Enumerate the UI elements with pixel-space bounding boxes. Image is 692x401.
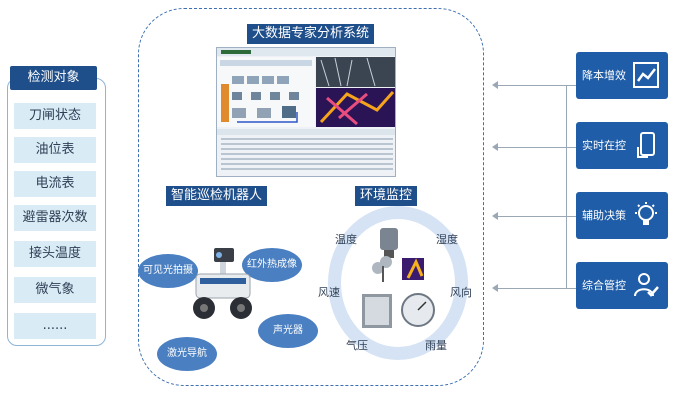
detection-item: 微气象 bbox=[14, 277, 96, 303]
connector-line bbox=[566, 85, 567, 288]
detection-item: 刀闸状态 bbox=[14, 103, 96, 129]
environment-title: 环境监控 bbox=[355, 186, 418, 206]
env-label: 雨量 bbox=[425, 339, 447, 352]
touch-phone-icon bbox=[637, 132, 655, 158]
env-label: 风向 bbox=[450, 286, 472, 299]
detection-item: 电流表 bbox=[14, 171, 96, 197]
env-label: 温度 bbox=[335, 233, 357, 246]
detection-item: 油位表 bbox=[14, 137, 96, 163]
lightbulb-icon bbox=[635, 202, 657, 225]
function-card-cost: 降本增效 bbox=[576, 52, 668, 99]
connector-arrow bbox=[492, 212, 576, 220]
system-boundary bbox=[138, 8, 484, 386]
robot-feature-bubble: 红外热成像 bbox=[242, 248, 302, 282]
inspection-robot-image bbox=[193, 248, 252, 319]
connector-arrow bbox=[492, 143, 576, 151]
function-card-realtime: 实时在控 bbox=[576, 122, 668, 169]
robot-title: 智能巡检机器人 bbox=[166, 186, 268, 206]
analysis-screenshot bbox=[216, 47, 396, 177]
connector-arrow bbox=[492, 284, 576, 292]
function-label: 降本增效 bbox=[582, 69, 626, 82]
env-label: 湿度 bbox=[436, 233, 458, 246]
function-label: 辅助决策 bbox=[582, 209, 626, 222]
detection-item: 接头温度 bbox=[14, 241, 96, 267]
detection-item: 避雷器次数 bbox=[14, 205, 96, 231]
robot-feature-bubble: 声光器 bbox=[258, 314, 318, 348]
function-label: 综合管控 bbox=[582, 279, 626, 292]
env-label: 气压 bbox=[346, 339, 368, 352]
detection-item: ...... bbox=[14, 313, 96, 339]
trend-chart-icon bbox=[633, 62, 659, 88]
env-label: 风速 bbox=[318, 286, 340, 299]
user-check-icon bbox=[634, 273, 659, 297]
function-label: 实时在控 bbox=[582, 139, 626, 152]
sensor-images bbox=[362, 228, 435, 328]
bigdata-title: 大数据专家分析系统 bbox=[247, 24, 375, 44]
robot-feature-bubble: 激光导航 bbox=[157, 337, 217, 371]
function-card-decision: 辅助决策 bbox=[576, 192, 668, 239]
connector-arrow bbox=[492, 81, 576, 89]
robot-feature-bubble: 可见光拍摄 bbox=[138, 254, 198, 288]
function-card-management: 综合管控 bbox=[576, 262, 668, 309]
detection-title: 检测对象 bbox=[10, 66, 97, 90]
